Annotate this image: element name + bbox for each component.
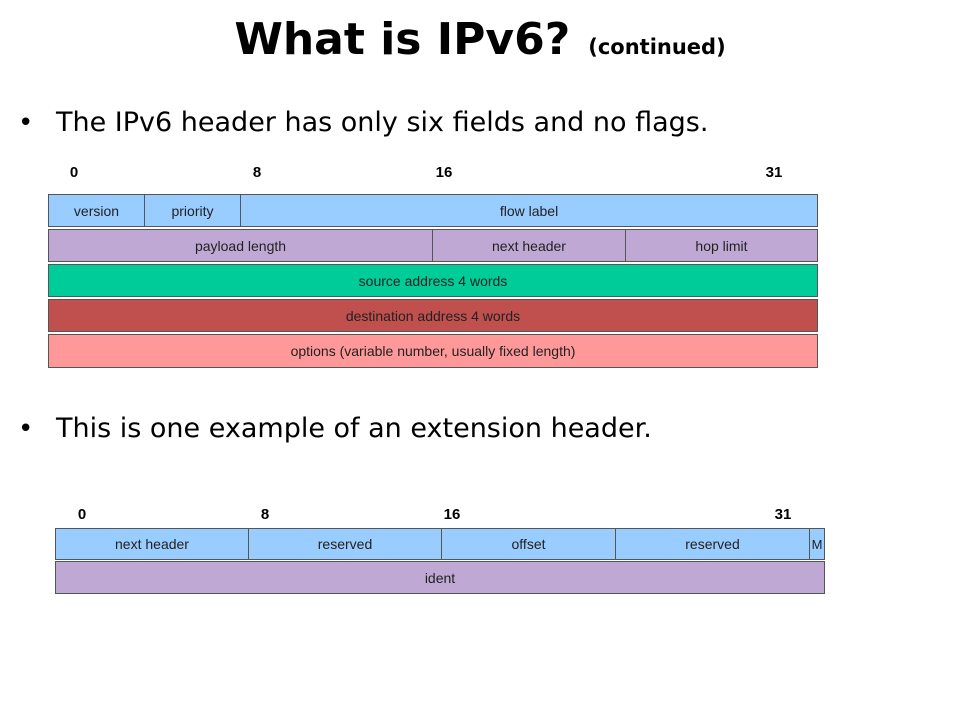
ext-field-m-flag: M [809,528,825,560]
ipv6-bit-tick-31: 31 [765,164,783,181]
ext-bit-tick-8: 8 [260,506,270,523]
bullet-dot-icon: • [18,108,34,138]
bullet-2: • This is one example of an extension hea… [18,409,652,449]
ext-bit-tick-0: 0 [77,506,87,523]
bullet-2-text: This is one example of an extension head… [56,413,652,444]
ipv6-field-payload-length: payload length [48,229,433,262]
ipv6-field-next-header: next header [432,229,626,262]
bullet-dot-icon: • [18,414,34,444]
slide-title-text: What is IPv6? [234,14,571,65]
bullet-1: • The IPv6 header has only six fields and… [18,103,708,143]
ext-field-reserved-1: reserved [248,528,442,560]
ipv6-field-destination-address: destination address 4 words [48,299,818,332]
ext-bit-tick-31: 31 [774,506,792,523]
ipv6-field-source-address: source address 4 words [48,264,818,297]
ipv6-bit-tick-8: 8 [252,164,262,181]
ext-field-ident: ident [55,561,825,594]
ext-bit-tick-16: 16 [443,506,461,523]
ipv6-field-options: options (variable number, usually fixed … [48,334,818,368]
slide-title: What is IPv6? (continued) [0,12,960,75]
ipv6-field-priority: priority [144,194,241,227]
ipv6-field-version: version [48,194,145,227]
ext-field-offset: offset [441,528,616,560]
slide-title-suffix: (continued) [588,35,726,59]
ipv6-field-hop-limit: hop limit [625,229,818,262]
ext-field-reserved-2: reserved [615,528,810,560]
ipv6-bit-tick-16: 16 [435,164,453,181]
ext-field-next-header: next header [55,528,249,560]
ipv6-field-flow-label: flow label [240,194,818,227]
bullet-1-text: The IPv6 header has only six fields and … [56,107,709,138]
ipv6-bit-tick-0: 0 [69,164,79,181]
